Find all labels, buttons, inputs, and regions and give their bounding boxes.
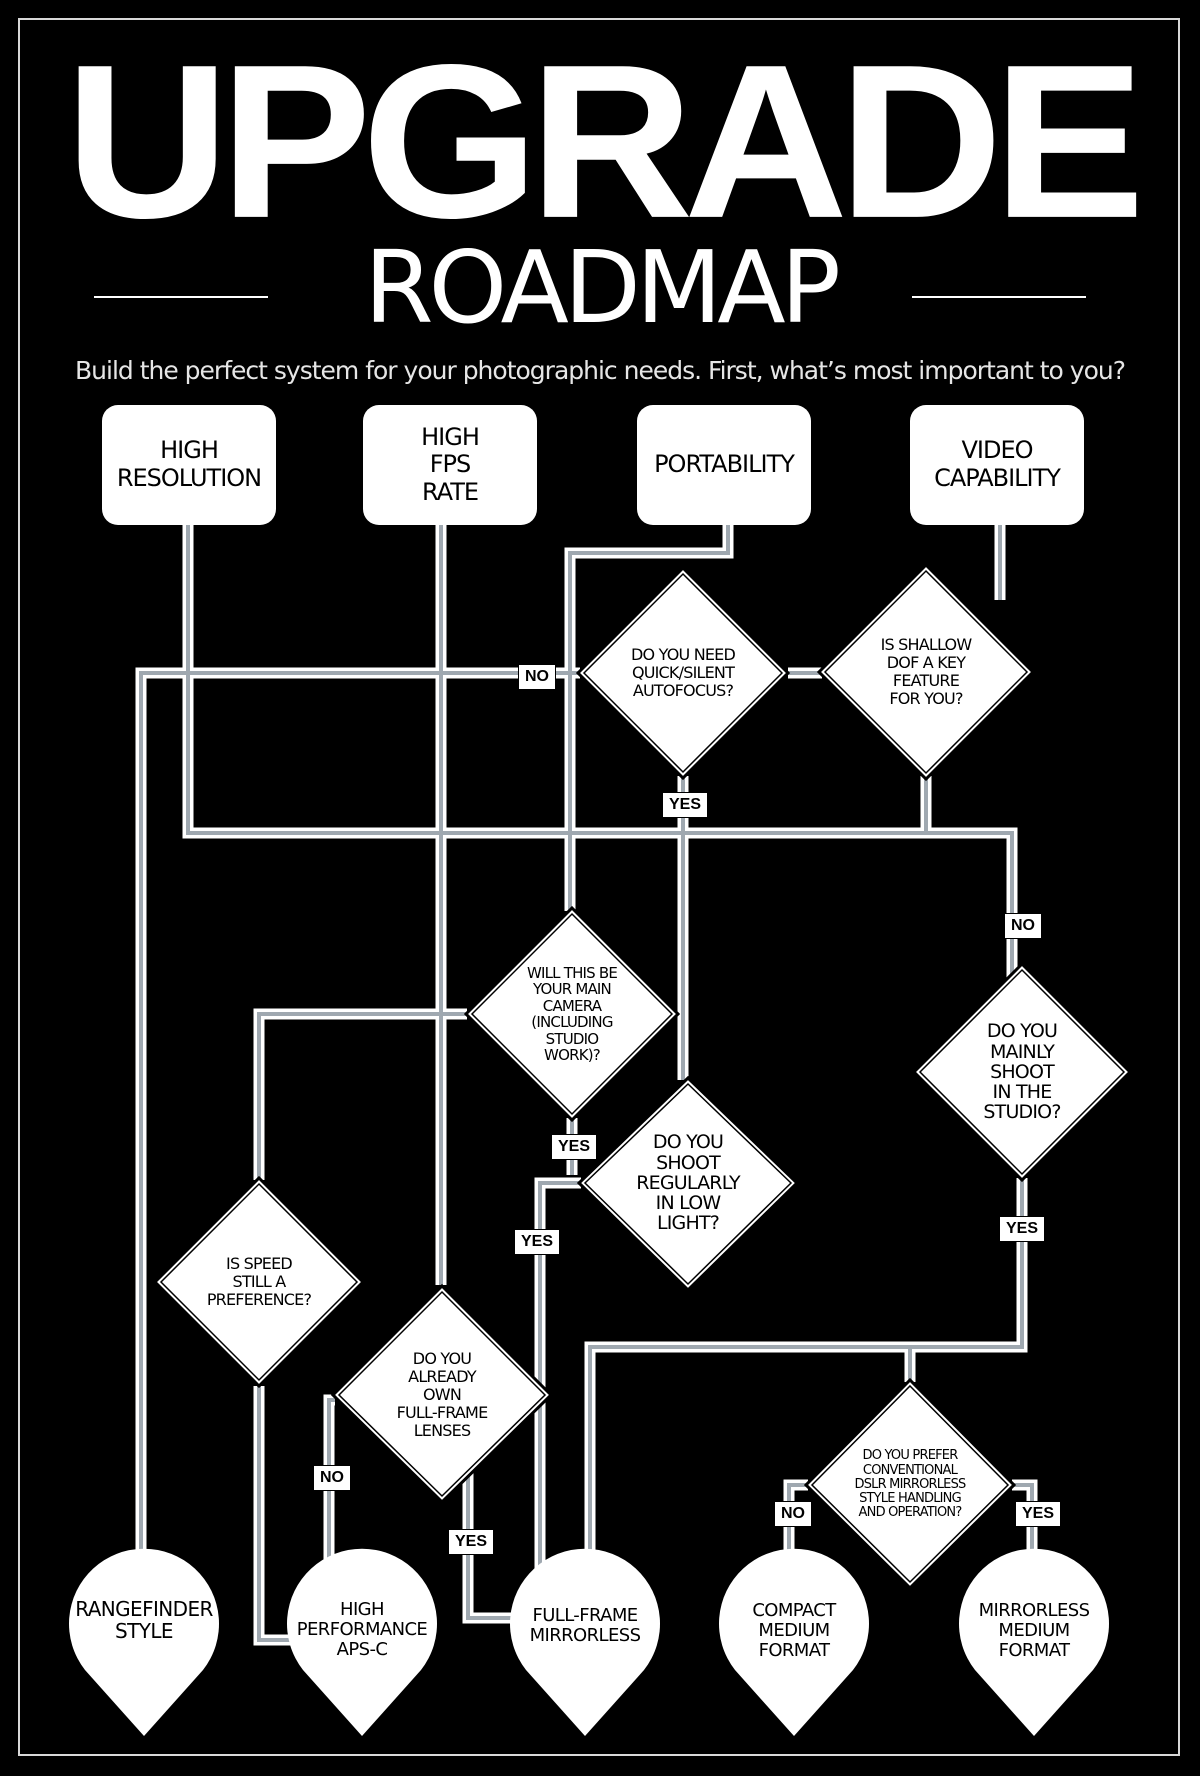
answer-no-ff-lenses: NO <box>313 1465 351 1491</box>
conn-af-no-inner <box>139 671 580 1592</box>
answer-no-shallow-dof: NO <box>1004 913 1042 939</box>
outcome-mirrorless-mf-shape <box>958 1548 1109 1736</box>
question-speed: IS SPEED STILL A PREFERENCE? <box>206 1253 312 1310</box>
priority-video: VIDEO CAPABILITY <box>910 405 1084 525</box>
diamond-speed <box>152 1175 366 1389</box>
title-upgrade: UPGRADE <box>64 20 1145 264</box>
diamond-dslr-handling-ring <box>810 1384 1010 1584</box>
answer-yes-dslr-handling: YES <box>1015 1501 1062 1527</box>
answer-yes-studio: YES <box>999 1216 1046 1242</box>
diamond-low-light <box>576 1075 800 1293</box>
title-rule-left <box>94 296 268 298</box>
diamond-dslr-handling <box>803 1377 1017 1591</box>
conn-fflens-no-inner <box>327 1398 335 1580</box>
outcome-mirrorless-mf: MIRRORLESS MEDIUM FORMAT <box>978 1599 1090 1662</box>
priority-high-resolution: HIGH RESOLUTION <box>102 405 276 525</box>
outcome-full-frame-shape <box>510 1548 660 1736</box>
answer-no-quick-af: NO <box>518 664 556 690</box>
diamond-quick-af-ring <box>582 572 784 774</box>
answer-yes-quick-af: YES <box>662 792 709 818</box>
diamond-shallow-dof-ring <box>823 569 1029 775</box>
conn-speed-down-inner <box>257 1386 297 1642</box>
title-rule-right <box>912 296 1086 298</box>
question-low-light: DO YOU SHOOT REGULARLY IN LOW LIGHT? <box>636 1131 740 1235</box>
answer-no-dslr-handling: NO <box>774 1501 812 1527</box>
subtitle: Build the perfect system for your photog… <box>75 356 1126 385</box>
conn-lowlight-yes-inner <box>538 1181 581 1610</box>
conn-portability-inner <box>568 525 730 911</box>
diamond-ff-lenses <box>330 1283 554 1505</box>
poster-frame <box>18 18 1180 1756</box>
diamond-low-light-ring <box>583 1082 793 1286</box>
answer-yes-main-camera: YES <box>551 1134 598 1160</box>
question-shallow-dof: IS SHALLOW DOF A KEY FEATURE FOR YOU? <box>880 634 973 709</box>
question-studio: DO YOU MAINLY SHOOT IN THE STUDIO? <box>983 1020 1061 1124</box>
diamond-ff-lenses-ring <box>337 1290 547 1498</box>
conn-maincam-speed-inner <box>257 1012 467 1180</box>
outcome-full-frame: FULL-FRAME MIRRORLESS <box>529 1604 641 1646</box>
answer-yes-ff-lenses: YES <box>448 1529 495 1555</box>
question-ff-lenses: DO YOU ALREADY OWN FULL-FRAME LENSES <box>396 1348 489 1441</box>
question-dslr-handling: DO YOU PREFER CONVENTIONAL DSLR MIRRORLE… <box>854 1448 966 1521</box>
diamond-studio <box>911 961 1133 1183</box>
outcome-rangefinder-shape <box>69 1548 220 1736</box>
conn-dslr-yes-inner <box>1012 1483 1034 1565</box>
outcome-aps-c: HIGH PERFORMANCE APS-C <box>296 1598 428 1661</box>
diamond-studio-ring <box>918 968 1126 1176</box>
title-roadmap: ROADMAP <box>364 229 841 346</box>
question-quick-af: DO YOU NEED QUICK/SILENT AUTOFOCUS? <box>631 644 736 701</box>
outcome-compact-mf: COMPACT MEDIUM FORMAT <box>752 1599 836 1662</box>
diamond-speed-ring <box>159 1182 359 1382</box>
diamond-main-camera-ring <box>470 912 674 1116</box>
priority-high-fps: HIGH FPS RATE <box>363 405 537 525</box>
outcome-rangefinder: RANGEFINDER STYLE <box>75 1596 213 1643</box>
question-main-camera: WILL THIS BE YOUR MAIN CAMERA (INCLUDING… <box>526 963 618 1064</box>
conn-dslr-no-inner <box>787 1483 808 1565</box>
diamond-shallow-dof <box>816 562 1036 782</box>
priority-portability: PORTABILITY <box>637 405 811 525</box>
outcome-aps-c-shape <box>287 1548 437 1736</box>
answer-yes-low-light: YES <box>514 1229 561 1255</box>
conn-fflens-yes-inner <box>466 1470 520 1620</box>
conn-resolution-inner <box>186 525 1014 990</box>
conn-studio-yes-inner <box>588 1178 1024 1580</box>
diamond-quick-af <box>575 565 791 781</box>
outcome-compact-mf-shape <box>719 1548 869 1736</box>
diamond-main-camera <box>463 905 681 1123</box>
